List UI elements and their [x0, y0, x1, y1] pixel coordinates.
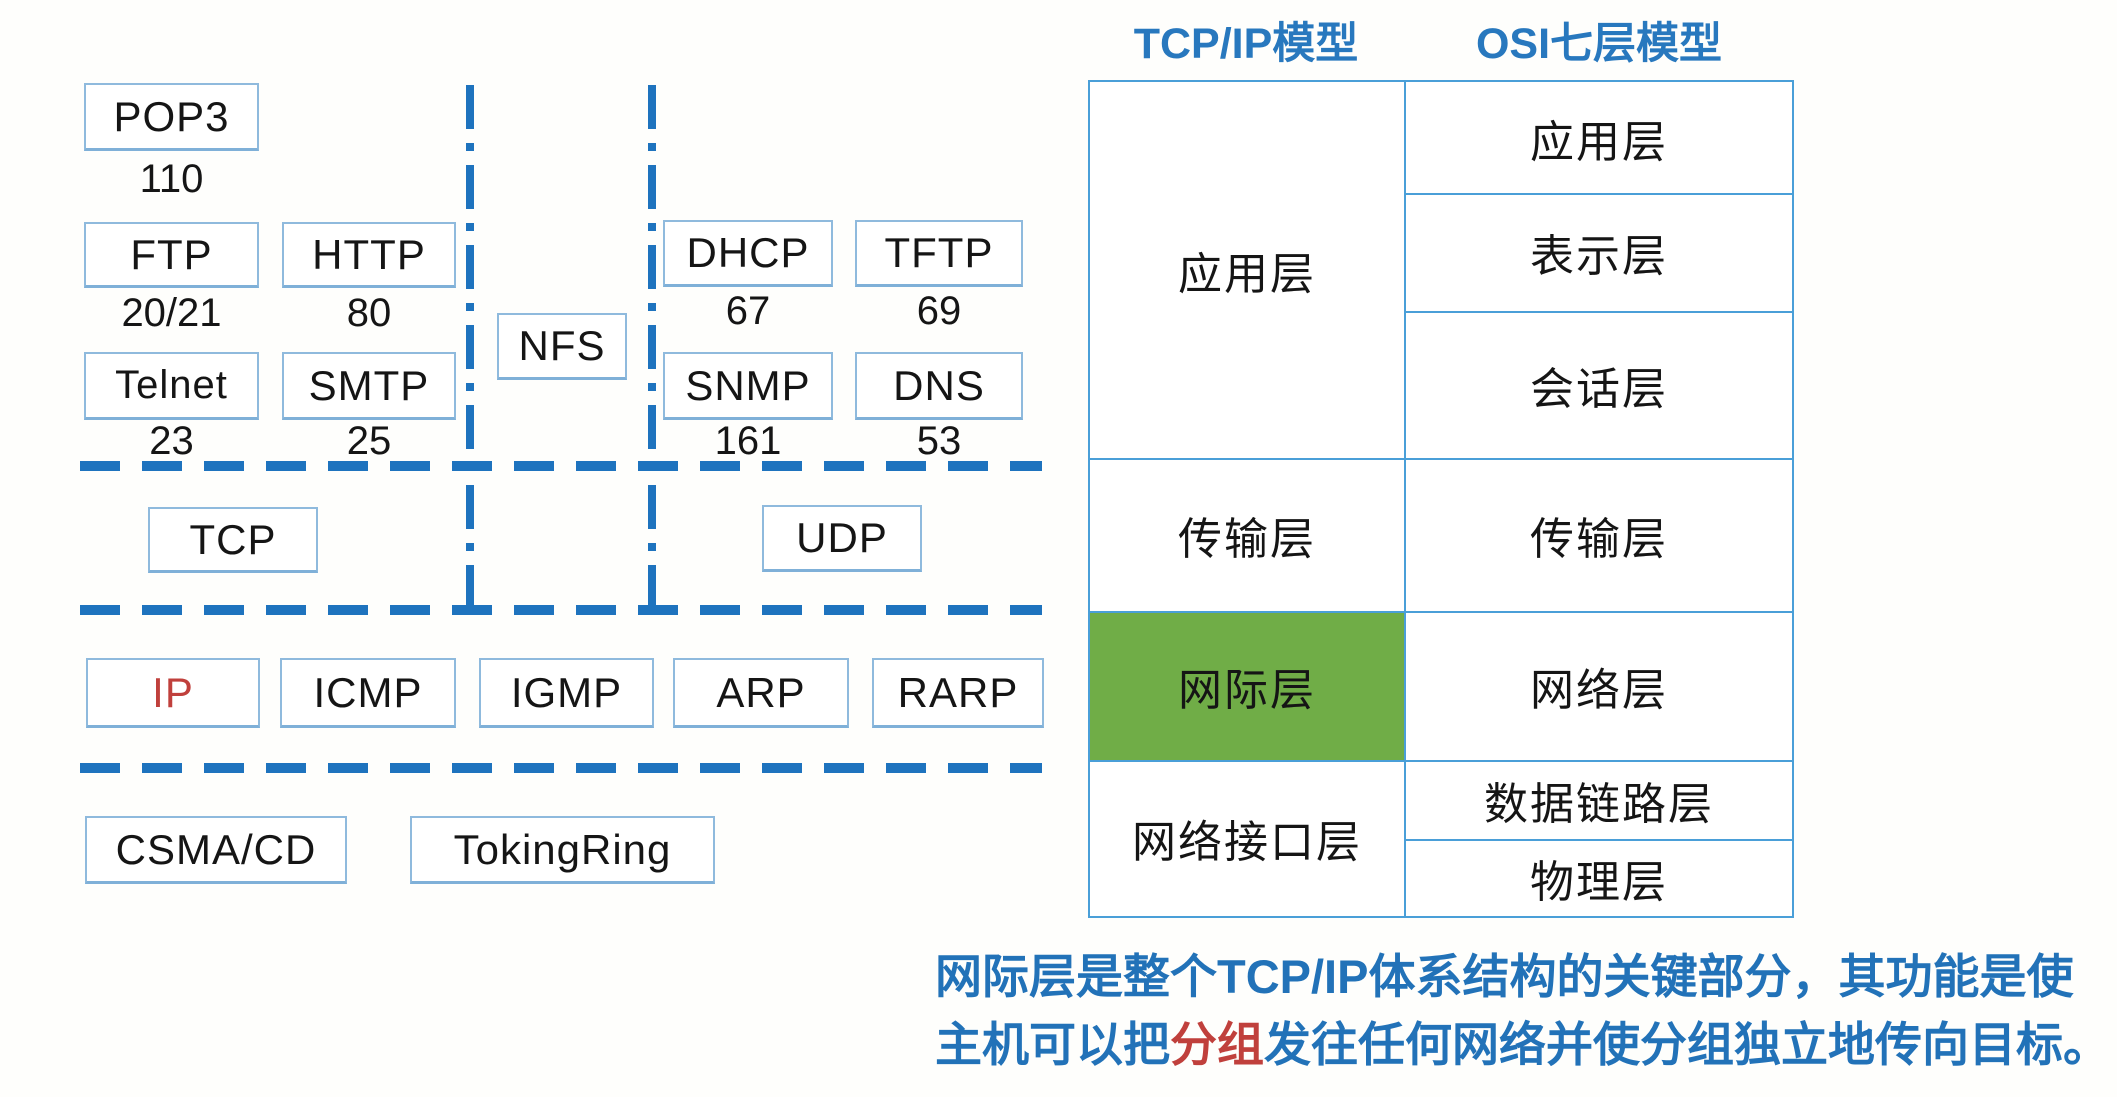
protocol-box-http: HTTP — [282, 222, 456, 288]
protocol-label: CSMA/CD — [115, 825, 317, 873]
table-row-line-internet-top — [1090, 611, 1792, 613]
caption-line2-pre: 主机可以把 — [935, 1018, 1170, 1071]
protocol-label: DNS — [893, 361, 985, 409]
protocol-box-ftp: FTP — [84, 222, 259, 288]
protocol-box-tokingring: TokingRing — [410, 816, 715, 884]
tcpip-cell-application: 应用层 — [1178, 250, 1316, 299]
protocol-box-telnet: Telnet — [84, 352, 259, 420]
protocol-box-pop3: POP3 — [84, 83, 259, 151]
protocol-label: DHCP — [686, 229, 810, 276]
internet-layer-highlight — [1090, 612, 1404, 761]
osi-cell-presentation: 表示层 — [1530, 232, 1668, 281]
tcpip-model-header: TCP/IP模型 — [1133, 20, 1359, 68]
protocol-label: SNMP — [685, 361, 811, 409]
table-row-line-transport-top — [1090, 458, 1792, 460]
column-separator-line-2 — [648, 85, 656, 610]
protocol-box-ip: IP — [86, 658, 260, 728]
table-column-divider — [1404, 82, 1406, 916]
protocol-box-icmp: ICMP — [280, 658, 456, 728]
osi-cell-physical: 物理层 — [1530, 857, 1668, 907]
osi-cell-application: 应用层 — [1530, 117, 1668, 167]
protocol-label: UDP — [796, 514, 888, 561]
protocol-label: SMTP — [308, 361, 430, 409]
osi-cell-session: 会话层 — [1530, 364, 1668, 414]
layer-separator-line-3 — [80, 763, 1042, 773]
port-label-smtp: 25 — [346, 419, 392, 463]
caption-line-2: 主机可以把分组发往任何网络并使分组独立地传向目标。 — [935, 1016, 2110, 1074]
tcpip-cell-transport: 传输层 — [1178, 514, 1316, 564]
tcpip-cell-netaccess: 网络接口层 — [1132, 818, 1362, 867]
port-label-pop3: 110 — [139, 157, 204, 201]
protocol-label: ICMP — [313, 668, 423, 716]
protocol-label: HTTP — [312, 230, 426, 278]
protocol-box-snmp: SNMP — [663, 352, 833, 420]
model-comparison-table: 应用层 传输层 网际层 网络接口层 应用层 表示层 会话层 传输层 网络层 数据… — [1088, 80, 1794, 918]
port-label-ftp: 20/21 — [121, 291, 222, 335]
layer-separator-line-2 — [80, 605, 1042, 615]
osi-cell-network: 网络层 — [1530, 665, 1668, 715]
port-label-dhcp: 67 — [725, 289, 771, 333]
protocol-box-arp: ARP — [673, 658, 849, 728]
protocol-box-tcp: TCP — [148, 507, 318, 573]
column-separator-line-1 — [466, 85, 474, 610]
table-row-line-osi-1 — [1406, 193, 1792, 195]
osi-cell-transport: 传输层 — [1530, 514, 1668, 564]
port-label-tftp: 69 — [916, 289, 962, 333]
table-row-line-netaccess-top — [1090, 760, 1792, 762]
protocol-label: NFS — [518, 322, 606, 369]
protocol-box-dns: DNS — [855, 352, 1023, 420]
protocol-label: Telnet — [115, 363, 228, 407]
protocol-label: ARP — [716, 668, 806, 716]
protocol-box-udp: UDP — [762, 505, 922, 572]
port-label-snmp: 161 — [714, 419, 782, 463]
port-label-http: 80 — [346, 291, 392, 335]
port-label-telnet: 23 — [149, 419, 194, 463]
protocol-box-tftp: TFTP — [855, 220, 1023, 287]
protocol-label: TCP — [189, 515, 277, 563]
protocol-box-csmacd: CSMA/CD — [85, 816, 347, 884]
protocol-label: TokingRing — [453, 825, 672, 873]
protocol-label: FTP — [130, 230, 213, 278]
caption-line2-red-term: 分组 — [1170, 1018, 1264, 1071]
table-row-line-osi-6 — [1406, 839, 1792, 841]
protocol-box-nfs: NFS — [497, 313, 627, 380]
tcpip-cell-internet: 网际层 — [1178, 665, 1316, 715]
protocol-box-smtp: SMTP — [282, 352, 456, 420]
port-label-dns: 53 — [916, 419, 962, 463]
caption-line2-post: 发往任何网络并使分组独立地传向目标。 — [1264, 1018, 2110, 1071]
protocol-label: TFTP — [884, 229, 994, 276]
protocol-label: RARP — [897, 668, 1019, 716]
protocol-box-igmp: IGMP — [479, 658, 654, 728]
protocol-label: IGMP — [510, 668, 623, 716]
protocol-box-dhcp: DHCP — [663, 220, 833, 287]
table-row-line-osi-2 — [1406, 311, 1792, 313]
protocol-box-rarp: RARP — [872, 658, 1044, 728]
protocol-label: POP3 — [113, 92, 230, 140]
protocol-label: IP — [152, 668, 194, 716]
osi-cell-datalink: 数据链路层 — [1484, 779, 1714, 829]
caption-line-1: 网际层是整个TCP/IP体系结构的关键部分，其功能是使 — [935, 950, 2074, 1003]
osi-model-header: OSI七层模型 — [1475, 20, 1723, 68]
layer-separator-line-1 — [80, 461, 1042, 471]
